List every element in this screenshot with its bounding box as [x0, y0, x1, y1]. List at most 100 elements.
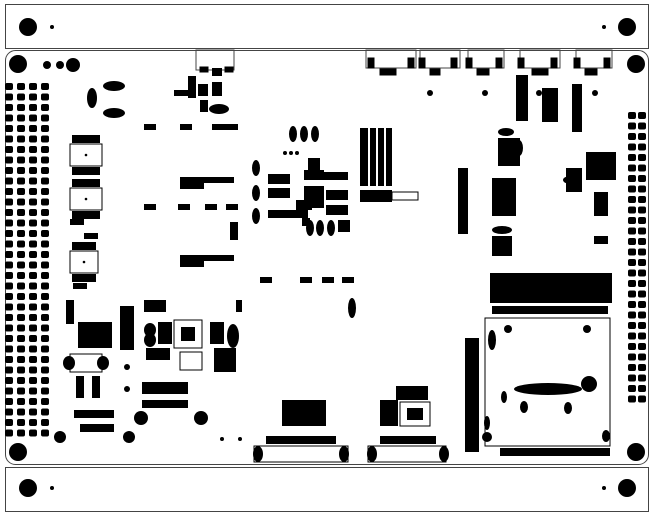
header-pin	[638, 122, 646, 130]
header-pin	[29, 377, 37, 384]
header-pin	[628, 175, 636, 182]
fiducial-tr-rail	[602, 25, 606, 29]
small-component	[144, 204, 156, 210]
component-pad	[563, 176, 579, 184]
component-pad	[327, 220, 335, 236]
header-pin	[638, 112, 646, 119]
small-component	[304, 170, 324, 180]
component-pad	[103, 81, 125, 91]
header-pin	[638, 185, 646, 193]
top-connector-2-pins	[379, 68, 397, 76]
header-pin	[17, 293, 25, 300]
rail-holes	[19, 18, 636, 497]
header-pin	[628, 122, 636, 130]
resistor-array	[360, 128, 368, 186]
small-component	[188, 76, 196, 98]
header-pin	[29, 156, 37, 164]
small-via	[289, 151, 293, 155]
small-hole	[220, 437, 224, 441]
header-pin	[628, 164, 636, 172]
small-component	[180, 255, 204, 267]
header-pin	[17, 219, 25, 227]
header-pin	[41, 188, 49, 195]
header-pin	[41, 177, 49, 185]
header-pin	[17, 83, 25, 90]
small-component	[300, 277, 312, 283]
card-slot	[465, 273, 612, 456]
small-component	[492, 236, 512, 256]
header-pin	[41, 282, 49, 290]
small-component	[260, 277, 272, 283]
small-component	[226, 204, 238, 210]
header-pin	[5, 83, 13, 90]
header-pin	[17, 114, 25, 122]
header-pin	[628, 133, 636, 140]
top-connector-5-pads	[517, 57, 525, 69]
header-pin	[41, 345, 49, 353]
header-pin	[638, 164, 646, 172]
header-pin	[17, 387, 25, 395]
small-hole	[123, 431, 135, 443]
component-pad	[144, 333, 156, 347]
mounting-hole-tr-rail	[618, 18, 636, 36]
left-ics	[69, 81, 238, 289]
header-pin	[29, 209, 37, 216]
small-component	[324, 172, 348, 180]
center-cluster	[252, 126, 350, 236]
header-pin	[628, 206, 636, 214]
header-pin	[29, 429, 37, 437]
header-pin	[17, 408, 25, 416]
bottom-connector-2-pad	[439, 446, 449, 462]
qfn-chip-core	[181, 327, 195, 341]
header-pin	[5, 387, 13, 395]
header-pin	[41, 219, 49, 227]
small-via	[124, 364, 130, 370]
header-pin	[29, 345, 37, 353]
small-via	[295, 151, 299, 155]
soic-chip-dot	[82, 260, 86, 264]
card-slot-hole	[583, 325, 591, 333]
header-pin	[29, 408, 37, 416]
component-pad	[515, 140, 523, 156]
header-pin	[5, 408, 13, 416]
right-pin-header	[628, 112, 646, 403]
small-component	[92, 376, 100, 398]
top-connector-4-pads	[465, 57, 473, 69]
header-pin	[41, 230, 49, 237]
header-pin	[5, 398, 13, 405]
small-component	[594, 192, 608, 216]
header-pin	[29, 335, 37, 342]
header-pin	[17, 314, 25, 321]
small-component	[158, 322, 172, 344]
header-pin	[628, 322, 636, 329]
mounting-hole-br-rail	[618, 479, 636, 497]
header-pin	[17, 177, 25, 185]
header-pin	[638, 280, 646, 287]
small-component	[338, 220, 350, 232]
small-component	[84, 233, 98, 239]
component-pad	[311, 126, 319, 142]
header-pin	[41, 167, 49, 174]
card-slot-pad	[602, 430, 610, 442]
component-pad	[289, 126, 297, 142]
small-component	[492, 178, 516, 216]
header-pin	[638, 259, 646, 266]
small-component	[296, 200, 312, 210]
top-connector-2-outline	[365, 49, 417, 69]
header-pin	[638, 385, 646, 392]
header-pin	[628, 332, 636, 340]
card-slot-pad	[484, 416, 490, 430]
small-component	[204, 255, 234, 261]
header-pin	[29, 146, 37, 153]
header-pin	[638, 133, 646, 140]
small-component	[76, 376, 84, 398]
header-pin	[17, 272, 25, 279]
header-pin	[17, 198, 25, 206]
small-component	[144, 300, 166, 312]
header-pin	[5, 272, 13, 279]
header-pin	[5, 198, 13, 206]
header-pin	[17, 125, 25, 132]
bottom-connectors	[253, 386, 449, 463]
component-pad	[144, 323, 156, 337]
header-pin	[29, 356, 37, 363]
